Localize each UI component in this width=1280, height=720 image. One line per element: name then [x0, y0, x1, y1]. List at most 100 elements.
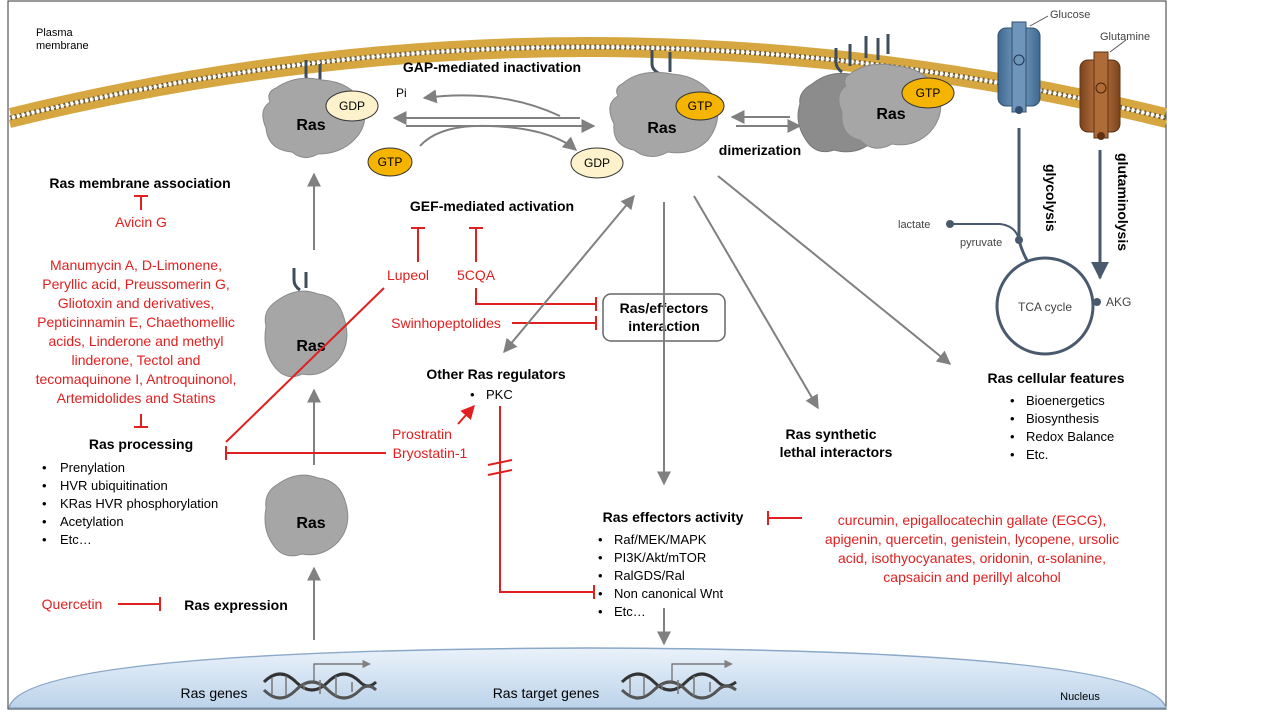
processing-item-1: Prenylation [60, 460, 125, 475]
effectors-activity-header: Ras effectors activity [603, 509, 744, 525]
cellular-feature-4: Etc. [1026, 447, 1048, 462]
processing-inhibitor-line-6: linderone, Tectol and [72, 352, 201, 368]
akg-label: AKG [1106, 295, 1131, 309]
svg-text:•: • [42, 496, 47, 511]
effector-item-5: Etc… [614, 604, 646, 619]
effector-inhibitor-line-3: acid, isothyocyanates, oridonin, α-solan… [838, 550, 1106, 566]
svg-text:•: • [1010, 393, 1015, 408]
bryostatin-label: Bryostatin-1 [393, 445, 468, 461]
effectors-list: • Raf/MEK/MAPK • PI3K/Akt/mTOR • RalGDS/Ral… [598, 532, 723, 619]
gtp-label-dimer: GTP [916, 86, 941, 100]
ras-dimer: Ras GTP [797, 34, 955, 153]
svg-text:•: • [598, 568, 603, 583]
ras-label-4: Ras [296, 515, 325, 532]
processing-item-5: Etc… [60, 532, 92, 547]
plasma-membrane [9, 37, 1167, 128]
svg-text:•: • [42, 460, 47, 475]
cellular-features-list: • Bioenergetics • Biosynthesis • Redox Bala… [1010, 393, 1114, 462]
pkc-label: PKC [486, 387, 513, 402]
glucose-transporter: Glucose [997, 9, 1090, 114]
processing-header: Ras processing [89, 436, 193, 452]
effector-item-3: RalGDS/Ral [614, 568, 685, 583]
expression-header: Ras expression [184, 597, 288, 613]
glycolysis-label: glycolysis [1043, 164, 1059, 232]
effector-item-1: Raf/MEK/MAPK [614, 532, 707, 547]
cellular-features-header: Ras cellular features [988, 370, 1125, 386]
svg-text:•: • [1010, 429, 1015, 444]
gdp-label-free: GDP [584, 156, 610, 170]
processing-inhibitor-line-2: Peryllic acid, Preussomerin G, [42, 276, 230, 292]
prostratin-bryostatin: Prostratin Bryostatin-1 [225, 404, 595, 599]
glutamine-transporter: Glutamine [1079, 31, 1150, 140]
svg-text:•: • [1010, 447, 1015, 462]
processing-item-3: KRas HVR phosphorylation [60, 496, 218, 511]
svg-text:•: • [42, 532, 47, 547]
processing-item-4: Acetylation [60, 514, 124, 529]
swinhopeptolides-inhibition: Swinhopeptolides [391, 315, 597, 331]
glutamine-label: Glutamine [1100, 31, 1150, 43]
other-regulators-header: Other Ras regulators [426, 366, 565, 382]
synthetic-lethal-line1: Ras synthetic [785, 426, 876, 442]
cellular-feature-3: Redox Balance [1026, 429, 1114, 444]
svg-text:•: • [42, 514, 47, 529]
processing-inhibitor-line-7: tecomaquinone I, Antroquinonol, [36, 371, 237, 387]
svg-text:•: • [42, 478, 47, 493]
processing-inhibitor-line-3: Gliotoxin and derivatives, [58, 295, 214, 311]
plasma-membrane-label-line2: membrane [36, 40, 89, 52]
processing-inhibitor-line-4: Pepticinnamin E, Chaethomellic [37, 314, 235, 330]
effector-item-4: Non canonical Wnt [614, 586, 723, 601]
gef-header: GEF-mediated activation [410, 198, 574, 214]
dimerization-arrows: dimerization [719, 110, 802, 158]
processing-item-2: HVR ubiquitination [60, 478, 168, 493]
synthetic-lethal-line2: lethal interactors [780, 444, 893, 460]
lupeol-inhibition: Lupeol [225, 227, 429, 443]
svg-text:•: • [598, 604, 603, 619]
plasma-membrane-label-line1: Plasma [36, 27, 74, 39]
tca-cycle: TCA cycle AKG [995, 256, 1131, 356]
cellular-feature-1: Bioenergetics [1026, 393, 1105, 408]
svg-text:•: • [598, 586, 603, 601]
gdp-label-1: GDP [339, 99, 365, 113]
svg-text:•: • [470, 387, 475, 402]
lactate-label: lactate [898, 219, 930, 231]
effector-inhibitor-line-2: apigenin, quercetin, genistein, lycopene… [825, 531, 1119, 547]
effector-inhibitor-line-1: curcumin, epigallocatechin gallate (EGCG… [838, 512, 1106, 528]
cqa-inhibition: 5CQA [457, 227, 597, 311]
pi-label: Pi [396, 86, 407, 100]
avicin-inhibition: Avicin G [115, 195, 167, 230]
processing-inhibitor-list: Manumycin A, D-Limonene, Peryllic acid, … [36, 257, 237, 428]
target-genes-label: Ras target genes [493, 685, 600, 701]
processing-inhibitor-line-5: acids, Linderone and methyl [48, 333, 223, 349]
effector-inhibitors: curcumin, epigallocatechin gallate (EGCG… [767, 511, 1119, 585]
ras-genes: Ras genes [181, 659, 378, 701]
svg-text:•: • [598, 550, 603, 565]
gap-gef-cycle: GAP-mediated inactivation Pi GTP GDP GEF… [367, 59, 624, 214]
processing-inhibitor-line-8: Artemidolides and Statins [57, 390, 216, 406]
svg-text:•: • [1010, 411, 1015, 426]
glucose-label: Glucose [1050, 9, 1090, 21]
swinhopeptolides-label: Swinhopeptolides [391, 315, 501, 331]
ras-output-arrows [503, 175, 952, 646]
gtp-label-free: GTP [378, 155, 403, 169]
lupeol-label: Lupeol [387, 267, 429, 283]
membrane-association-header: Ras membrane association [49, 175, 230, 191]
processing-list: • Prenylation • HVR ubiquitination • KRas H… [42, 460, 218, 547]
gtp-label-2: GTP [688, 99, 713, 113]
diagram-frame [7, 0, 1167, 710]
avicin-label: Avicin G [115, 214, 167, 230]
prostratin-label: Prostratin [392, 426, 452, 442]
ras-processing-protein: Ras [264, 268, 348, 378]
ras-nascent-protein: Ras [264, 474, 349, 557]
nucleus: Nucleus [8, 647, 1167, 709]
svg-text:•: • [598, 532, 603, 547]
gap-header: GAP-mediated inactivation [403, 59, 581, 75]
effector-item-2: PI3K/Akt/mTOR [614, 550, 706, 565]
quercetin-label: Quercetin [42, 596, 103, 612]
ras-gdp-protein: Ras GDP [262, 60, 379, 158]
pyruvate-label: pyruvate [960, 237, 1002, 249]
ras-label-3: Ras [296, 338, 325, 355]
cellular-feature-2: Biosynthesis [1026, 411, 1099, 426]
ras-gtp-protein: Ras GTP [609, 50, 725, 157]
ras-label-dimer: Ras [876, 106, 905, 123]
